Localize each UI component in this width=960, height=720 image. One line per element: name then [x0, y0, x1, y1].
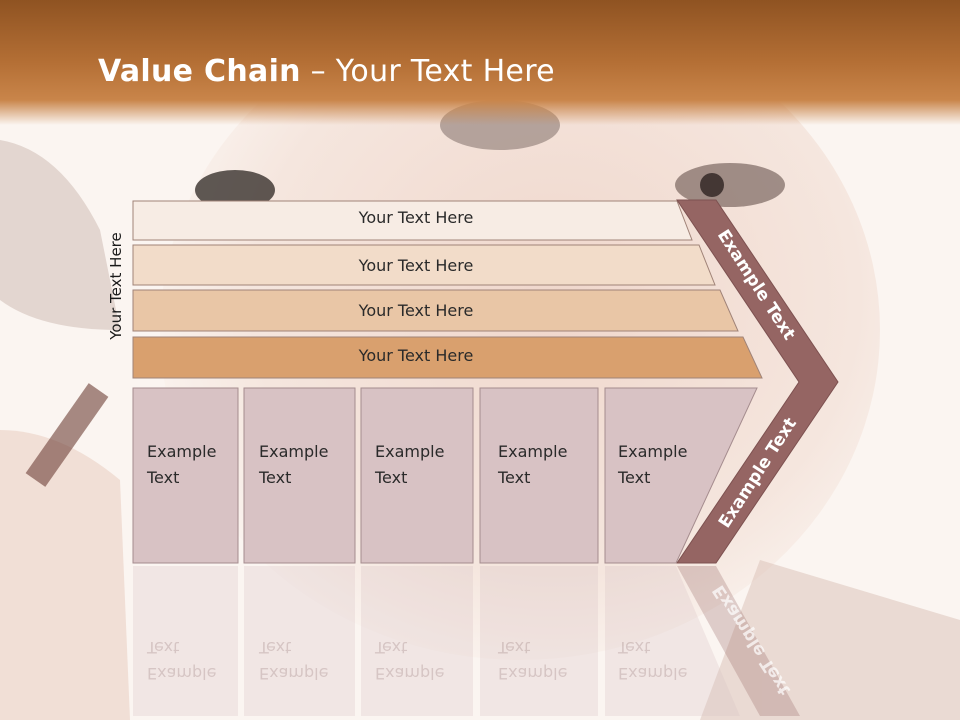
bar-3[interactable]	[132, 289, 739, 332]
box-3-reflection-line2: Text	[375, 638, 408, 657]
box-5-line1: Example	[618, 442, 688, 461]
box-4-reflection-line2: Text	[498, 638, 531, 657]
box-3-line2: Text	[375, 468, 408, 487]
box-2-reflection-line2: Text	[259, 638, 292, 657]
box-4-line2: Text	[498, 468, 531, 487]
box-5-line2: Text	[618, 468, 651, 487]
activity-box-3[interactable]	[360, 387, 474, 564]
bar-1[interactable]	[132, 200, 693, 241]
box-2-reflection: Example Text	[259, 634, 359, 686]
bar-2[interactable]	[132, 244, 716, 286]
activity-box-2[interactable]	[243, 387, 356, 564]
title-bold: Value Chain	[98, 54, 301, 89]
box-5-reflection-line2: Text	[618, 638, 651, 657]
box-1-reflection-line1: Example	[147, 664, 217, 683]
bar-4-label: Your Text Here	[358, 346, 474, 365]
activity-box-4[interactable]	[479, 387, 599, 564]
box-3-reflection-line1: Example	[375, 664, 445, 683]
box-2-line2: Text	[259, 468, 292, 487]
box-1-line1: Example	[147, 442, 217, 461]
box-4-reflection: Example Text	[498, 634, 598, 686]
box-3-reflection: Example Text	[375, 634, 475, 686]
page-title: Value Chain – Your Text Here	[98, 54, 555, 89]
box-4-reflection-line1: Example	[498, 664, 568, 683]
box-1-line2: Text	[147, 468, 180, 487]
chevron-arrow[interactable]	[676, 199, 839, 564]
box-2-reflection-line1: Example	[259, 664, 329, 683]
box-5-reflection: Example Text	[618, 634, 718, 686]
box-2-line1: Example	[259, 442, 329, 461]
box-5-reflection-line1: Example	[618, 664, 688, 683]
bar-4[interactable]	[132, 336, 763, 379]
box-1-reflection-line2: Text	[147, 638, 180, 657]
box-3-line1: Example	[375, 442, 445, 461]
activity-box-1[interactable]	[132, 387, 239, 564]
box-4-line1: Example	[498, 442, 568, 461]
bar-2-label: Your Text Here	[358, 256, 474, 275]
box-1-reflection: Example Text	[147, 634, 247, 686]
reflection-group	[133, 566, 800, 716]
bar-1-label: Your Text Here	[358, 208, 474, 227]
bar-3-label: Your Text Here	[358, 301, 474, 320]
title-rest: – Your Text Here	[300, 54, 555, 89]
header-banner	[0, 0, 960, 125]
activity-box-5[interactable]	[604, 387, 758, 564]
